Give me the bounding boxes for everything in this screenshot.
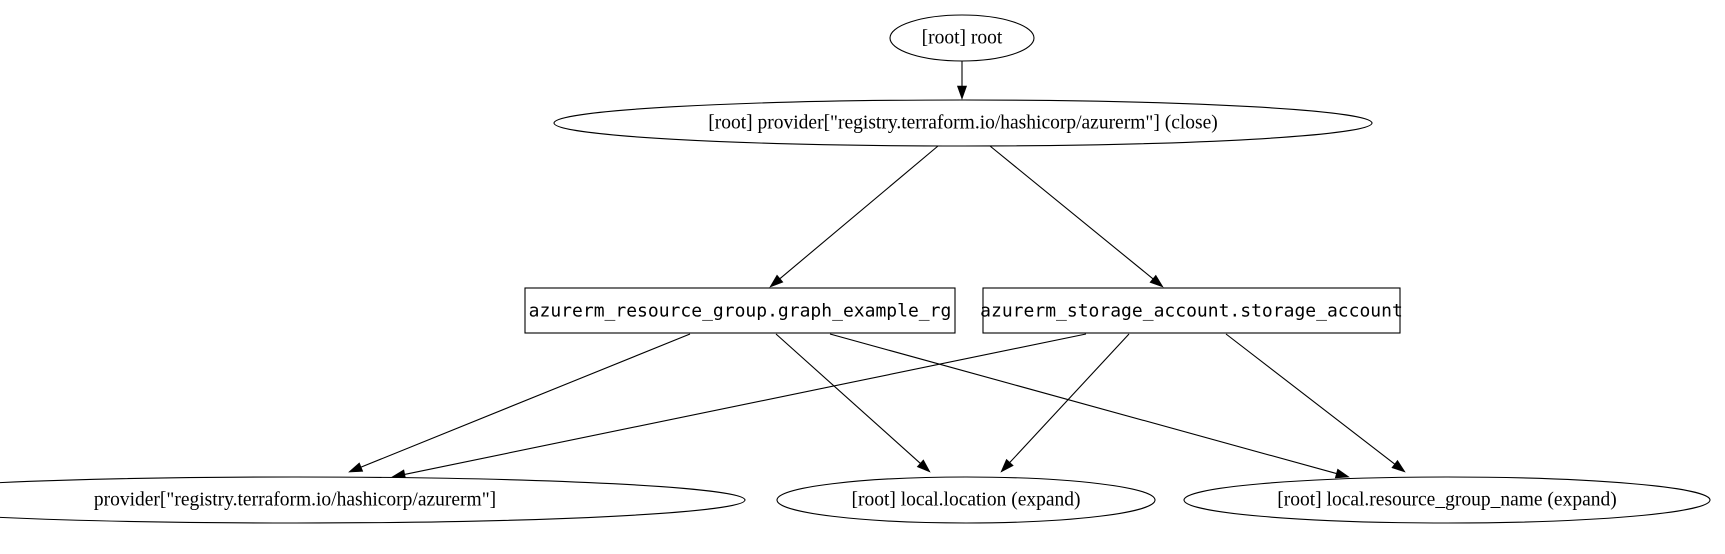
edge-line (402, 333, 1087, 476)
graph-edge-storage_account-to-local_location (1000, 333, 1130, 473)
graph-node-root[interactable]: [root] root (889, 14, 1035, 62)
edge-line (1225, 333, 1397, 466)
edge-arrowhead (1000, 458, 1014, 473)
graph-node-local_resource_group_name[interactable]: [root] local.resource_group_name (expand… (1183, 476, 1711, 524)
graph-edge-provider_close-to-storage_account (989, 145, 1164, 288)
edge-line (1008, 333, 1130, 465)
edge-arrowhead (1391, 459, 1406, 473)
node-label: azurerm_resource_group.graph_example_rg (529, 301, 952, 322)
node-box (982, 287, 1401, 334)
node-box (524, 287, 956, 334)
edge-arrowhead (1149, 274, 1164, 288)
graph-node-provider_close[interactable]: [root] provider["registry.terraform.io/h… (553, 99, 1373, 147)
node-ellipse (0, 476, 746, 524)
graph-edge-root-to-provider_close (956, 61, 968, 100)
edge-line (358, 333, 691, 469)
edge-arrowhead (916, 459, 931, 473)
node-label: provider["registry.terraform.io/hashicor… (94, 489, 496, 510)
graph-edge-storage_account-to-provider (391, 333, 1087, 480)
graph-node-provider[interactable]: provider["registry.terraform.io/hashicor… (0, 476, 746, 524)
edge-arrowhead (348, 462, 364, 473)
node-label: [root] local.resource_group_name (expand… (1277, 489, 1616, 510)
graph-node-storage_account[interactable]: azurerm_storage_account.storage_account (980, 287, 1403, 334)
graph-edge-resource_group-to-local_location (775, 333, 931, 473)
edge-layer (348, 61, 1406, 480)
node-label: [root] root (922, 27, 1003, 48)
node-label: azurerm_storage_account.storage_account (980, 301, 1403, 322)
graph-node-resource_group[interactable]: azurerm_resource_group.graph_example_rg (524, 287, 956, 334)
edge-line (989, 145, 1155, 281)
edge-arrowhead (769, 274, 784, 288)
node-ellipse (889, 14, 1035, 62)
node-label: [root] provider["registry.terraform.io/h… (708, 112, 1218, 133)
graph-edge-resource_group-to-local_resource_group_name (829, 333, 1350, 479)
node-ellipse (776, 476, 1156, 524)
node-ellipse (553, 99, 1373, 147)
node-label: [root] local.location (expand) (851, 489, 1080, 510)
edge-line (829, 333, 1339, 475)
graph-edge-provider_close-to-resource_group (769, 145, 939, 288)
node-ellipse (1183, 476, 1711, 524)
edge-arrowhead (956, 85, 968, 100)
node-layer: [root] root [root] provider["registry.ter… (0, 14, 1711, 524)
edge-line (778, 145, 939, 281)
edge-arrowhead (1334, 468, 1350, 479)
graph-node-local_location[interactable]: [root] local.location (expand) (776, 476, 1156, 524)
edge-line (775, 333, 923, 466)
graph-edge-resource_group-to-provider (348, 333, 691, 473)
graph-edge-storage_account-to-local_resource_group_name (1225, 333, 1406, 473)
